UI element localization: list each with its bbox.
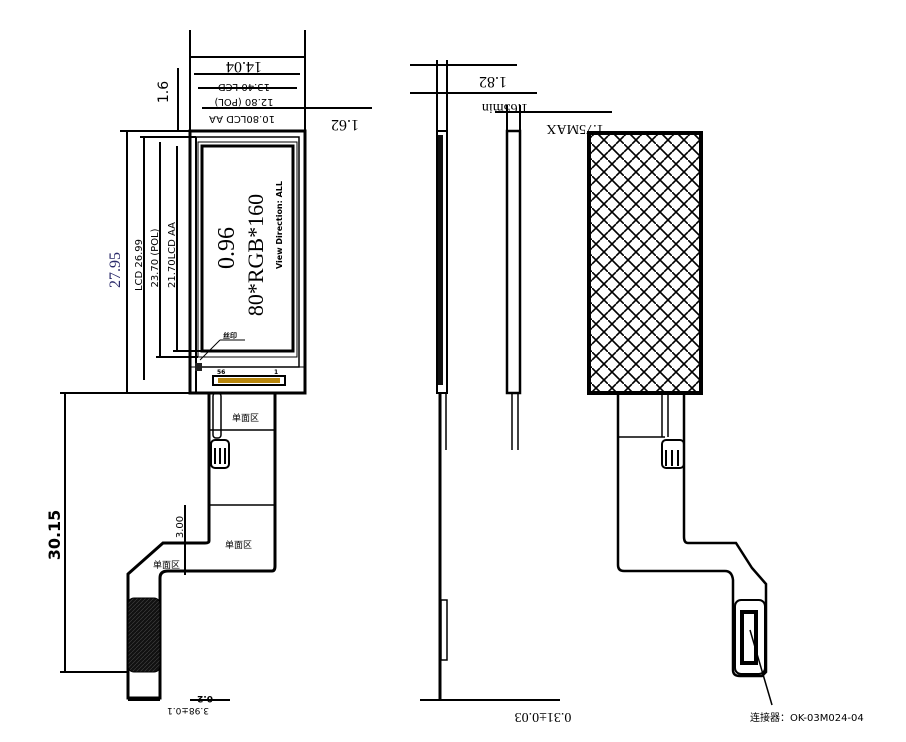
- lcd-height-dim: LCD 26.99: [134, 239, 145, 291]
- connector-pads: [212, 375, 286, 386]
- side-view: [410, 60, 612, 701]
- single-side-zone-2: 单面区: [225, 539, 252, 551]
- fpc-pad-group: [210, 439, 230, 469]
- aa-height-dim: 21.70LCD AA: [167, 222, 178, 288]
- active-area: [200, 144, 295, 353]
- fpc-tail-width-dim: 3.98±0.1: [167, 705, 209, 715]
- back-view: [587, 131, 773, 706]
- lcd-width-dim: 13.40 LCD: [218, 81, 270, 92]
- total-thickness-dim: 1.82: [479, 73, 507, 90]
- left-margin-dim: 1.6: [156, 81, 172, 103]
- resolution-label: 80*RGB*160: [243, 194, 268, 316]
- marker-label: 丝印: [223, 331, 237, 340]
- connector-body: [734, 599, 766, 675]
- view-direction-label: View Direction: ALL: [275, 181, 284, 269]
- outer-width-dim: 14.04: [226, 58, 262, 75]
- pol-height-dim: 23.70 (POL): [150, 228, 161, 287]
- stiffener-coil: [127, 597, 161, 673]
- aa-width-dim: 10.80LCD AA: [209, 113, 275, 124]
- pol-outline: [197, 141, 298, 358]
- fpc-tail-note: 0.2: [197, 693, 213, 703]
- single-side-zone-3: 单面区: [153, 559, 180, 571]
- right-margin-dim: 1.62: [331, 116, 359, 133]
- single-side-zone-1: 单面区: [232, 412, 259, 424]
- pol-width-dim: 12.80 (POL): [214, 96, 273, 107]
- fpc-length-dim: 30.15: [45, 510, 64, 561]
- diagonal-label: 0.96: [214, 227, 240, 269]
- pin-last-label: 1: [274, 369, 278, 376]
- connector-label: 连接器：OK-03M024-04: [750, 711, 864, 724]
- fpc-thickness-dim: 0.31±0.03: [515, 709, 572, 724]
- fpc-back-pads: [661, 439, 685, 469]
- fpc-outline: [126, 393, 277, 700]
- fpc-back-outline: [616, 393, 768, 678]
- front-view: [60, 30, 372, 701]
- panel-thickness-dim: 1.65min: [482, 100, 528, 115]
- front-view-labels: 0.96 80*RGB*160 View Direction: ALL 56 1…: [45, 58, 359, 715]
- module-outline: [188, 129, 307, 395]
- backlight-hatch: [587, 131, 703, 395]
- outer-height-dim: 27.95: [107, 252, 124, 288]
- pin-first-label: 56: [217, 369, 225, 376]
- side-view-labels: 1.82 1.65min 1.75MAX 0.31±0.03: [479, 73, 604, 724]
- fpc-offset-dim: 3.00: [175, 516, 186, 538]
- marker-square: [195, 363, 202, 371]
